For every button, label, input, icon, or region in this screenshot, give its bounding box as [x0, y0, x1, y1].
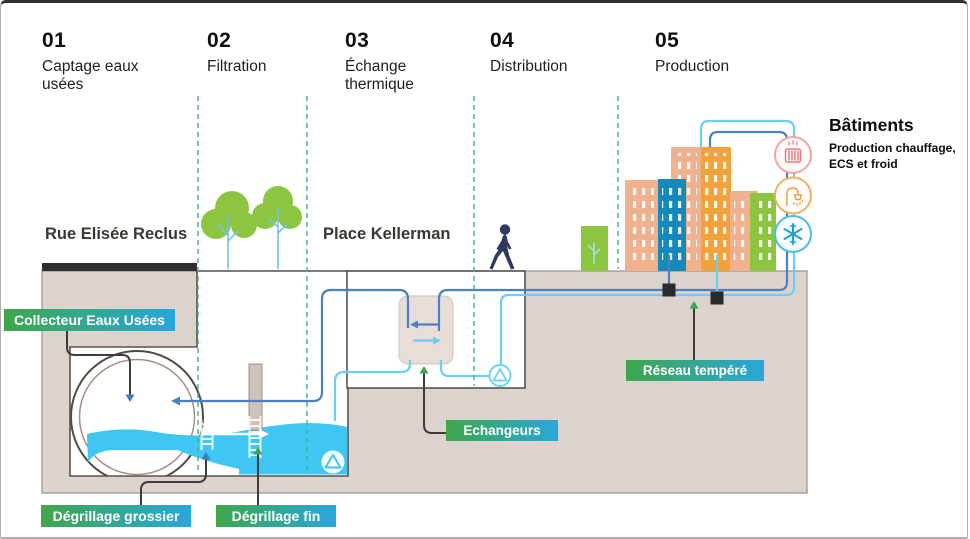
step-05-production: 05 Production — [655, 29, 775, 76]
batiments-panel: Bâtiments Production chauffage, ECS et f… — [829, 115, 967, 172]
tag-echangeurs: Echangeurs — [446, 420, 558, 441]
street-name-place-kellerman: Place Kellerman — [323, 225, 451, 243]
city-buildings — [625, 147, 776, 271]
step-label: Distribution — [490, 58, 568, 75]
pedestrian — [489, 224, 515, 270]
sewer-tunnel — [70, 350, 204, 476]
step-number: 02 — [207, 29, 232, 52]
tag-degrillage-fin: Dégrillage fin — [216, 505, 336, 527]
pipe-discharge-to-sewer — [171, 288, 410, 406]
pointer-arrow-grossier — [201, 452, 211, 460]
step-02-filtration: 02 Filtration — [207, 29, 317, 76]
pointer-arrow-reseau — [689, 301, 699, 309]
street-name-rue-elisee-reclus: Rue Elisée Reclus — [45, 225, 188, 243]
step-01-captage: 01 Captage eaux usées — [42, 29, 172, 95]
water-pump-icon — [321, 450, 345, 474]
street-trees — [201, 186, 302, 269]
circulation-pump-icon — [488, 364, 512, 387]
pointer-arrow-fin — [253, 447, 263, 455]
tag-reseau-tempere: Réseau tempéré — [626, 360, 764, 381]
road-surface — [42, 263, 197, 271]
step-number: 01 — [42, 29, 67, 52]
step-04-distribution: 04 Distribution — [490, 29, 610, 76]
wastewater-flow — [87, 423, 347, 475]
diagram-graphics — [41, 96, 812, 507]
pipe-cool-network — [439, 119, 796, 378]
step-label: Production — [655, 58, 730, 75]
step-03-echange: 03 Échange thermique — [345, 29, 445, 95]
exchanger-cool-arrow — [413, 336, 441, 345]
tag-degrillage-grossier: Dégrillage grossier — [41, 505, 191, 527]
step-number: 04 — [490, 29, 515, 52]
batiments-subtitle: Production chauffage, ECS et froid — [829, 141, 956, 171]
screen-pillar — [248, 363, 263, 431]
pointer-arrow-collecteur — [125, 394, 135, 402]
flow-direction-arrow — [202, 429, 269, 439]
step-separators — [197, 96, 619, 474]
pointer-arrow-echangeurs — [419, 366, 429, 374]
shower-ecs-icon — [774, 176, 812, 215]
heating-radiator-icon — [774, 136, 812, 174]
substation-box — [662, 283, 676, 297]
tag-collecteur-eaux-usees: Collecteur Eaux Usées — [4, 309, 175, 331]
step-number: 03 — [345, 29, 370, 52]
substation-box — [710, 291, 724, 305]
annotation-pointers — [66, 308, 695, 507]
cooling-snowflake-icon — [774, 215, 812, 253]
exchanger-warm-arrow — [410, 320, 438, 329]
pipe-intake-from-channel — [333, 360, 412, 421]
hedge — [581, 226, 608, 271]
step-number: 05 — [655, 29, 680, 52]
step-label: Échange thermique — [345, 58, 414, 94]
step-label: Captage eaux usées — [42, 58, 139, 94]
step-label: Filtration — [207, 58, 267, 75]
coarse-screen — [200, 420, 214, 450]
batiments-title: Bâtiments — [829, 115, 914, 135]
